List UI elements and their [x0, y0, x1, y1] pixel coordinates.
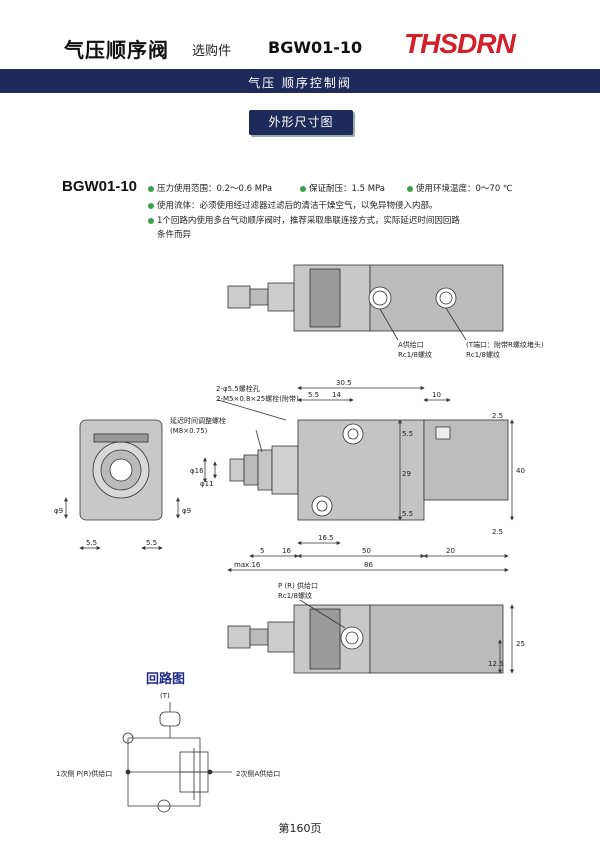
section-heading-dimensions: 外形尺寸图	[249, 110, 353, 135]
dim-phi16: φ16	[190, 467, 204, 475]
spec-temp: 使用环境温度：0～70 ℃	[407, 182, 512, 194]
dim-5-5a: 5.5	[308, 391, 319, 399]
brand-logo: THSDRN	[404, 28, 516, 59]
dim-40: 40	[516, 467, 525, 475]
dim-25: 25	[516, 640, 525, 648]
bullet-icon	[407, 185, 413, 192]
bullet-icon	[300, 185, 306, 192]
circuit-diagram	[122, 702, 232, 813]
category-band	[0, 69, 600, 93]
circuit-left-label: 1次侧 P(R)供给口	[56, 769, 112, 778]
end-phi9-right: φ9	[182, 507, 191, 515]
page-number: 第160页	[278, 822, 322, 835]
top-port-t-thread: Rc1/8螺纹	[466, 350, 500, 359]
spec-note: 1个回路内使用多台气动顺序阀时，推荐采取串联连接方式，实际延迟时间因回路	[148, 214, 460, 226]
dim-50: 50	[362, 547, 371, 555]
end-phi9-left: φ9	[54, 507, 63, 515]
dim-2-5a: 2.5	[492, 412, 503, 420]
bottom-port-p-thread: Rc1/8螺纹	[278, 591, 312, 600]
end-dim-5-5-left: 5.5	[86, 539, 97, 547]
side-view	[203, 386, 514, 572]
dim-max16: max.16	[234, 561, 261, 569]
bottom-view	[227, 599, 514, 674]
side-delay-screw-size: (M8×0.75)	[170, 427, 208, 435]
top-port-a-thread: Rc1/8螺纹	[398, 350, 432, 359]
side-delay-screw-label: 延迟时间调整螺栓	[170, 416, 226, 425]
dim-2-5b: 2.5	[492, 528, 503, 536]
top-port-t-label: (T端口：附带R螺纹堵头)	[466, 340, 544, 349]
dim-5-5c: 5.5	[402, 510, 413, 518]
top-view	[227, 264, 504, 341]
dim-10: 10	[432, 391, 441, 399]
circuit-title: 回路图	[146, 672, 186, 687]
dim-5-5b: 5.5	[402, 430, 413, 438]
page-title: 气压顺序阀	[64, 38, 169, 62]
dim-20: 20	[446, 547, 455, 555]
page-subtitle: 选购件	[192, 44, 232, 59]
bottom-port-p-label: P (R) 供给口	[278, 581, 318, 590]
dim-phi11: φ11	[200, 480, 214, 488]
end-view	[64, 419, 180, 550]
spec-fluid: 使用流体：必须使用经过滤器过滤后的清洁干燥空气，以免异物侵入内部。	[148, 199, 438, 211]
dim-16: 16	[282, 547, 291, 555]
circuit-right-label: 2次侧A供给口	[236, 769, 280, 778]
bullet-icon	[148, 217, 154, 224]
spec-proof: 保证耐压：1.5 MPa	[300, 182, 385, 194]
dim-12-5: 12.5	[488, 660, 504, 668]
dim-30-5: 30.5	[336, 379, 352, 387]
dim-14: 14	[332, 391, 341, 399]
dim-5: 5	[260, 547, 264, 555]
side-screw-label: 2-M5×0.8×25螺栓(附带)	[216, 394, 299, 403]
model-label: BGW01-10	[62, 178, 138, 195]
circuit-t-label: (T)	[160, 692, 170, 700]
bullet-icon	[148, 185, 154, 192]
spec-note-cont: 条件而异	[157, 230, 192, 240]
dim-86: 86	[364, 561, 373, 569]
top-port-a-label: A供给口	[398, 340, 424, 349]
spec-pressure: 压力使用范围：0.2～0.6 MPa	[148, 182, 272, 194]
dim-16-5: 16.5	[318, 534, 334, 542]
category-band-text: 气压 顺序控制阀	[248, 76, 352, 90]
dim-29: 29	[402, 470, 411, 478]
header-model: BGW01-10	[268, 38, 363, 57]
end-dim-5-5-right: 5.5	[146, 539, 157, 547]
side-hole-label: 2-φ5.5螺栓孔	[216, 384, 260, 393]
bullet-icon	[148, 202, 154, 209]
